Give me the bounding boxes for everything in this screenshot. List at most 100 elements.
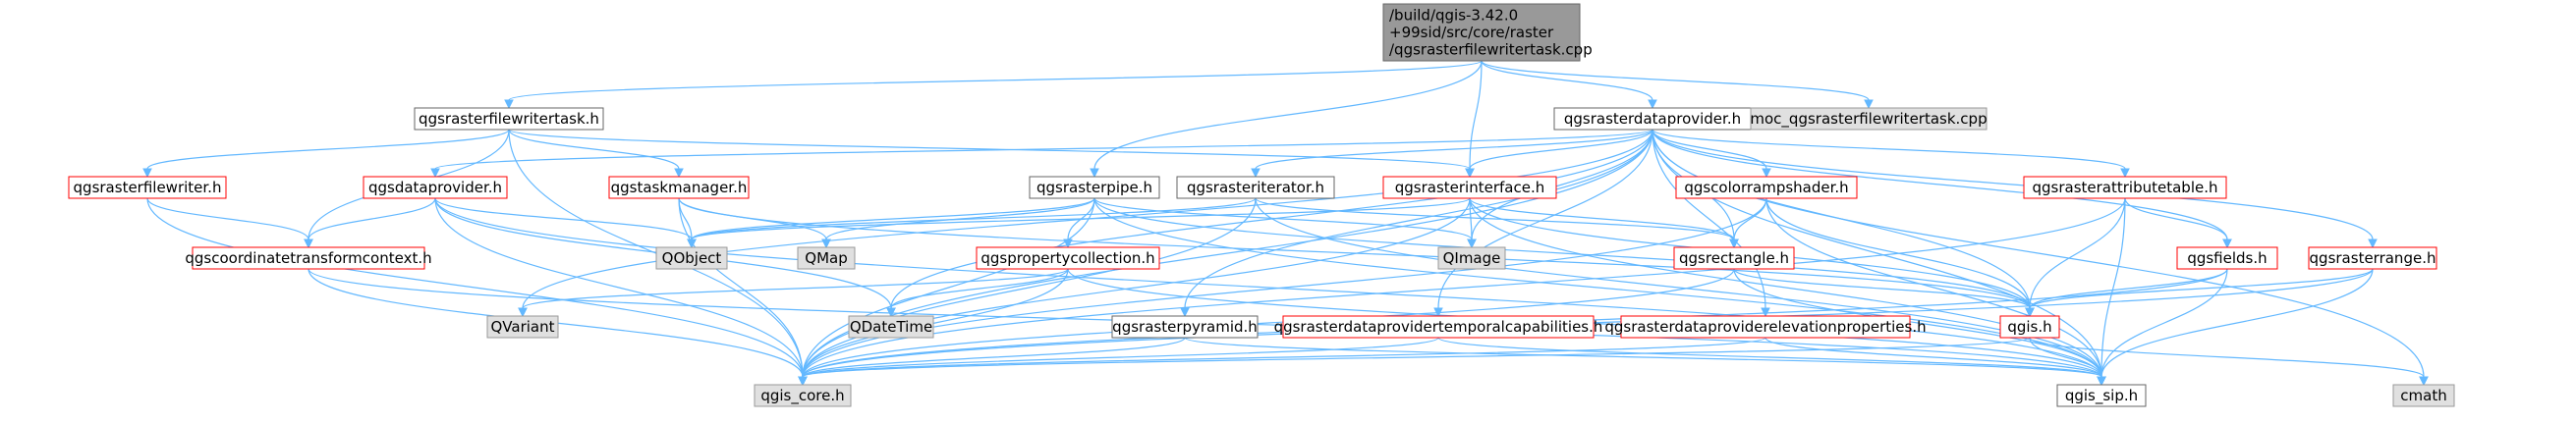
node-box xyxy=(655,246,728,270)
node-label: qgstaskmanager.h xyxy=(611,179,748,196)
edge-dp_h-to-iface_h xyxy=(1465,129,1653,179)
node-qobject: QObject xyxy=(655,246,728,270)
edge-arrowhead xyxy=(2368,238,2378,249)
node-dataprov_h[interactable]: qgsdataprovider.h xyxy=(363,176,508,199)
edge-line xyxy=(2100,197,2126,378)
node-box xyxy=(1282,315,1595,339)
node-temporal_h[interactable]: qgsrasterdataprovidertemporalcapabilitie… xyxy=(1274,315,1603,339)
edge-arrowhead xyxy=(2120,168,2130,179)
node-iter_h[interactable]: qgsrasteriterator.h xyxy=(1176,176,1335,199)
edge-fields_h-to-qgis_sip_h xyxy=(2097,268,2228,387)
edge-line xyxy=(508,129,1471,170)
edge-line xyxy=(1184,129,1653,309)
edge-arrowhead xyxy=(518,307,528,318)
node-label: qgsrasterfilewritertask.h xyxy=(419,110,599,128)
edge-root-to-fwtask_h xyxy=(504,60,1483,110)
node-box xyxy=(1111,315,1259,339)
node-box xyxy=(2176,246,2278,270)
node-fw_h[interactable]: qgsrasterfilewriter.h xyxy=(68,176,227,199)
edge-dataprov_h-to-qgis_sip_h xyxy=(434,197,2106,387)
node-moc: moc_qgsrasterfilewritertask.cpp xyxy=(1750,107,1988,131)
node-root[interactable]: /build/qgis-3.42.0+99sid/src/core/raster… xyxy=(1382,3,1593,62)
edge-line xyxy=(802,337,1186,378)
node-dp_h[interactable]: qgsrasterdataprovider.h xyxy=(1553,107,1752,131)
edge-arrowhead xyxy=(1761,307,1770,318)
edge-line xyxy=(434,129,1653,170)
node-qmap: QMap xyxy=(797,246,856,270)
edge-line xyxy=(1469,60,1483,170)
node-label: qgis_sip.h xyxy=(2065,387,2138,405)
node-label: qgsrasterfilewriter.h xyxy=(74,179,222,196)
edge-line xyxy=(1652,129,1767,170)
edge-arrowhead xyxy=(2222,238,2232,249)
node-propcoll_h[interactable]: qgspropertycollection.h xyxy=(976,246,1160,270)
edge-line xyxy=(802,337,1439,378)
node-ctc_h[interactable]: qgscoordinatetransformcontext.h xyxy=(185,246,432,270)
edge-dp_h-to-pyramid_h xyxy=(1180,129,1653,318)
node-label: qgsfields.h xyxy=(2187,249,2267,267)
edge-iface_h-to-qobject xyxy=(687,197,1471,249)
node-range_h[interactable]: qgsrasterrange.h xyxy=(2308,246,2437,270)
edge-qgis_h-to-qgis_sip_h xyxy=(2029,337,2106,387)
edge-dp_h-to-attr_h xyxy=(1652,129,2130,179)
edge-arrowhead xyxy=(798,376,808,387)
node-iface_h[interactable]: qgsrasterinterface.h xyxy=(1382,176,1557,199)
edge-fwtask_h-to-taskmgr_h xyxy=(508,129,684,179)
edge-arrowhead xyxy=(2025,307,2035,318)
edge-line xyxy=(2029,337,2425,378)
node-label: qgsrasterattributetable.h xyxy=(2032,179,2217,196)
node-box xyxy=(1382,176,1557,199)
node-pyramid_h[interactable]: qgsrasterpyramid.h xyxy=(1111,315,1259,339)
edge-line xyxy=(2124,197,2228,240)
node-fwtask_h[interactable]: qgsrasterfilewritertask.h xyxy=(414,107,604,131)
edge-line xyxy=(2029,268,2228,309)
edge-line xyxy=(890,268,1069,309)
node-label: qgsrasterpyramid.h xyxy=(1112,318,1258,336)
edge-line xyxy=(146,197,309,240)
node-qgis_sip_h[interactable]: qgis_sip.h xyxy=(2056,384,2147,407)
edge-line xyxy=(1255,197,1735,240)
node-attr_h[interactable]: qgsrasterattributetable.h xyxy=(2023,176,2227,199)
node-label: QVariant xyxy=(490,318,554,336)
edge-line xyxy=(1255,129,1653,170)
edge-dp_h-to-dataprov_h xyxy=(430,129,1653,179)
edge-line xyxy=(1184,337,2102,378)
node-box xyxy=(1437,246,1506,270)
node-box xyxy=(192,246,425,270)
node-fields_h[interactable]: qgsfields.h xyxy=(2176,246,2278,270)
node-elev_h[interactable]: qgsrasterdataproviderelevationproperties… xyxy=(1604,315,1927,339)
edge-fields_h-to-qgis_h xyxy=(2025,268,2228,318)
node-label: /qgsrasterfilewritertask.cpp xyxy=(1389,41,1593,59)
edge-arrowhead xyxy=(2419,376,2429,387)
edge-line xyxy=(802,197,1767,378)
edge-arrowhead xyxy=(1648,99,1657,110)
node-box xyxy=(1620,315,1911,339)
node-label: qgsrasterdataprovidertemporalcapabilitie… xyxy=(1274,318,1603,336)
node-box xyxy=(363,176,508,199)
edge-line xyxy=(802,268,1735,378)
node-qvariant: QVariant xyxy=(486,315,559,339)
node-qgis_h[interactable]: qgis.h xyxy=(1999,315,2060,339)
node-rect_h[interactable]: qgsrectangle.h xyxy=(1673,246,1795,270)
edge-fwtask_h-to-iface_h xyxy=(508,129,1475,179)
edge-arrowhead xyxy=(1864,99,1874,110)
node-crs_h[interactable]: qgscolorrampshader.h xyxy=(1675,176,1858,199)
edge-line xyxy=(1093,197,2031,309)
node-label: qgis_core.h xyxy=(760,387,844,405)
edge-dp_h-to-temporal_h xyxy=(1433,129,1653,318)
node-box xyxy=(608,176,750,199)
node-label: qgsrasteriterator.h xyxy=(1187,179,1324,196)
edge-line xyxy=(2029,337,2102,378)
edge-line xyxy=(1652,129,2374,240)
edge-line xyxy=(1481,60,1653,101)
edge-line xyxy=(802,197,2126,378)
node-taskmgr_h[interactable]: qgstaskmanager.h xyxy=(608,176,750,199)
edge-line xyxy=(802,129,1653,378)
edge-crs_h-to-rect_h xyxy=(1729,197,1767,249)
edge-line xyxy=(522,268,1069,309)
edge-dataprov_h-to-ctc_h xyxy=(304,197,436,249)
edge-dp_h-to-crs_h xyxy=(1652,129,1771,179)
edge-line xyxy=(434,197,693,240)
node-pipe_h[interactable]: qgsrasterpipe.h xyxy=(1029,176,1160,199)
edge-dp_h-to-range_h xyxy=(1652,129,2378,249)
